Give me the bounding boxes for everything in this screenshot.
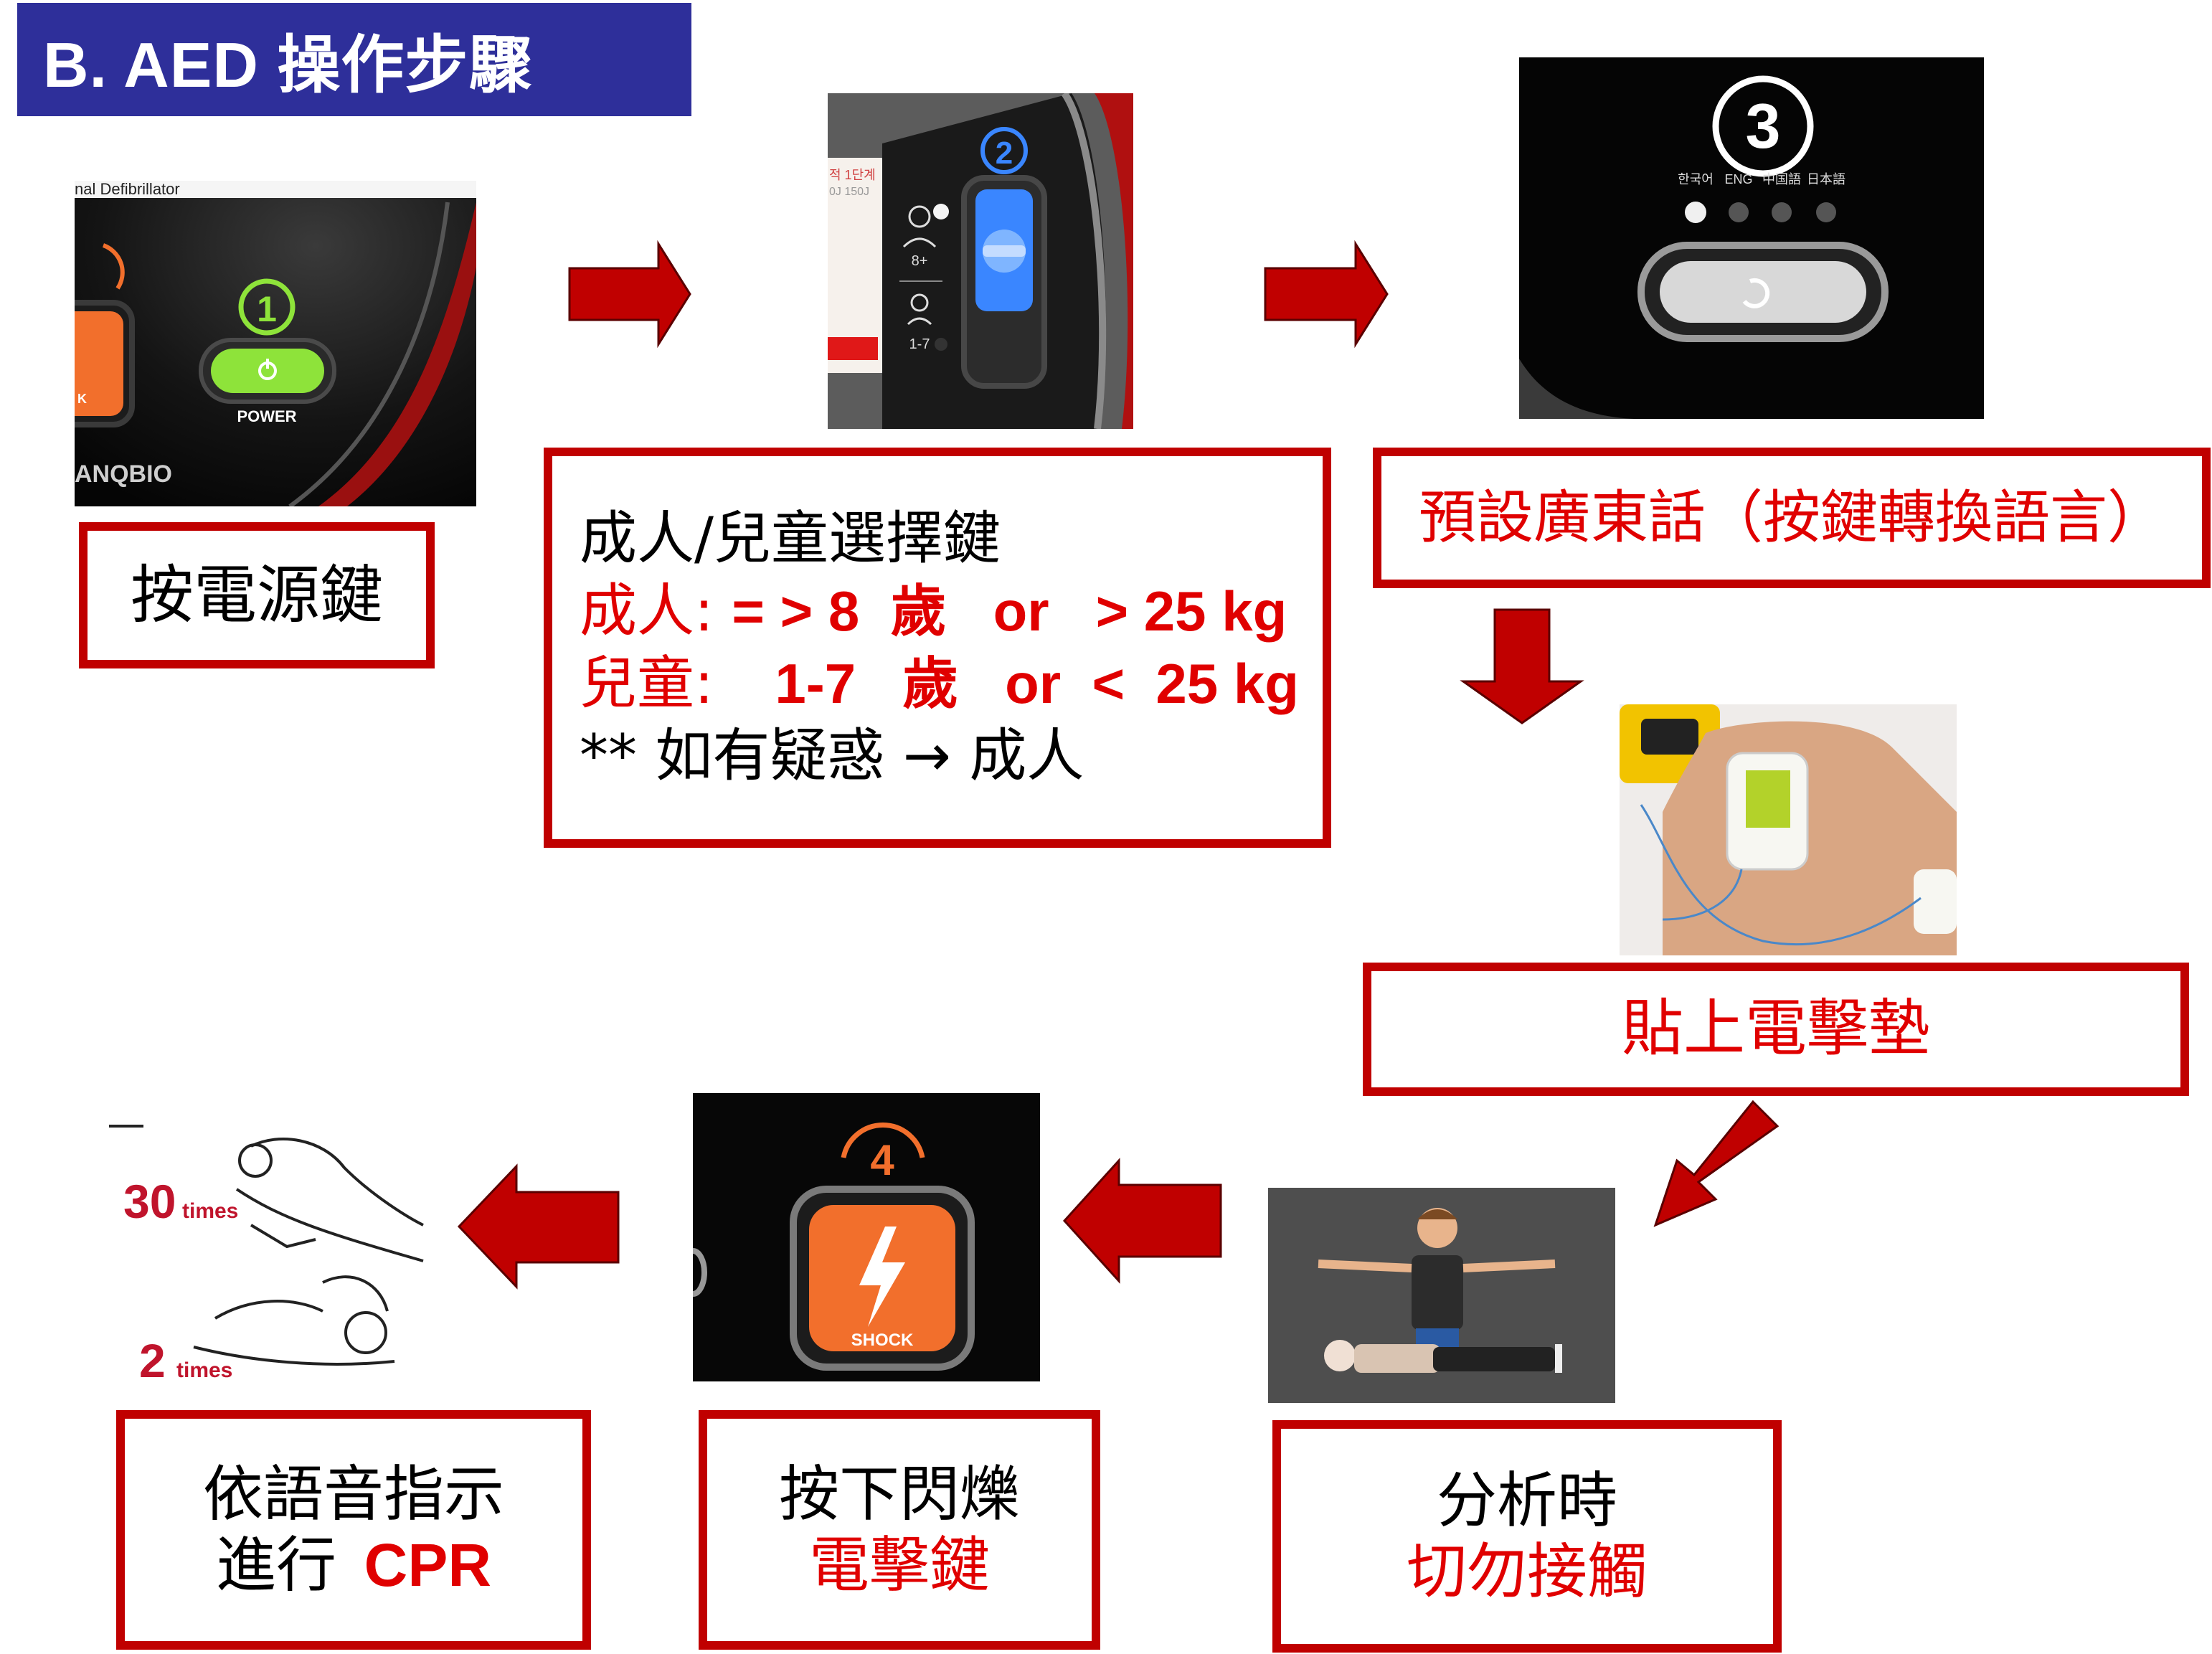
- step-badge-1: 1: [257, 289, 277, 329]
- arrow-left-2: [457, 1163, 620, 1290]
- shock-button-illustration: 4 SHOCK: [693, 1093, 1040, 1381]
- step4-caption: 貼上電擊墊: [1622, 993, 1930, 1065]
- adult-value: = > 8 歲 or > 25 kg: [732, 580, 1287, 643]
- arrow-down-1: [1460, 608, 1584, 724]
- step7-caption-prefix: 進行: [215, 1530, 336, 1600]
- child-icon-label: 1-7: [909, 336, 930, 352]
- lang-option-1: 한국어: [1678, 172, 1714, 186]
- pads-illustration: [1620, 704, 1957, 955]
- shock-label: SHOCK: [851, 1331, 914, 1350]
- arrow-right-2: [1264, 240, 1389, 349]
- lang-option-2: ENG: [1724, 172, 1752, 186]
- panel-text-1: 적 1단계: [829, 168, 876, 182]
- no-touch-illustration: [1268, 1188, 1615, 1403]
- step7-caption-line1: 依語音指示: [202, 1458, 504, 1529]
- no-touch-photo: [1268, 1188, 1615, 1403]
- lang-option-4: 日本語: [1807, 172, 1845, 186]
- cpr-illustration: 30 times 2 times: [109, 1125, 424, 1387]
- compressions-count: 30: [123, 1175, 176, 1228]
- compressions-unit: times: [182, 1199, 238, 1223]
- language-photo: 3 한국어 ENG 中国語 日本語: [1519, 57, 1984, 419]
- step2-caption-box: 成人/兒童選擇鍵 成人: = > 8 歲 or > 25 kg 兒童: 1-7 …: [544, 448, 1331, 848]
- shock-side-label: K: [77, 392, 87, 406]
- power-button-illustration: nal Defibrillator K 1 POWER ANQBIO: [75, 181, 476, 506]
- shock-button-photo: 4 SHOCK: [693, 1093, 1040, 1381]
- breaths-unit: times: [176, 1358, 232, 1382]
- step5-caption-line2: 切勿接觸: [1406, 1536, 1648, 1607]
- child-value: 1-7 歲 or < 25 kg: [775, 652, 1299, 715]
- doubt-note: ** 如有疑惑 → 成人: [580, 722, 1084, 789]
- selector-heading: 成人/兒童選擇鍵: [580, 505, 1001, 572]
- cpr-illustration-photo: 30 times 2 times: [108, 1117, 430, 1397]
- step5-caption-box: 分析時 切勿接觸: [1272, 1420, 1782, 1653]
- page-title: B. AED 操作步驟: [17, 3, 691, 116]
- child-prefix: 兒童:: [580, 650, 714, 717]
- device-header-text: nal Defibrillator: [75, 181, 180, 198]
- step3-caption: 預設廣東話（按鍵轉換語言）: [1419, 483, 2165, 551]
- adult-icon-label: 8+: [912, 253, 928, 269]
- step-badge-4: 4: [870, 1136, 894, 1184]
- step5-caption-line1: 分析時: [1436, 1465, 1617, 1536]
- step1-caption: 按電源鍵: [130, 558, 383, 633]
- step1-caption-box: 按電源鍵: [79, 522, 435, 668]
- adult-prefix: 成人:: [580, 577, 714, 645]
- power-button-photo: nal Defibrillator K 1 POWER ANQBIO: [75, 181, 476, 506]
- adult-criteria: 成人: = > 8 歲 or > 25 kg: [580, 575, 1287, 648]
- child-criteria: 兒童: 1-7 歲 or < 25 kg: [580, 648, 1299, 720]
- arrow-right-1: [568, 240, 691, 349]
- step6-caption-line1: 按下閃爍: [778, 1458, 1020, 1529]
- step7-caption-box: 依語音指示 進行 CPR: [116, 1410, 591, 1650]
- arrow-diagonal-1: [1653, 1100, 1779, 1227]
- arrow-left-1: [1062, 1158, 1222, 1284]
- step6-caption-line2: 電擊鍵: [808, 1530, 990, 1600]
- step-badge-3: 3: [1746, 90, 1781, 161]
- step4-caption-box: 貼上電擊墊: [1363, 963, 2189, 1096]
- selector-illustration: 적 1단계 0J 150J 2 8+ 1-7: [828, 93, 1133, 429]
- lang-option-3: 中国語: [1762, 172, 1801, 186]
- step6-caption-box: 按下閃爍 電擊鍵: [699, 1410, 1100, 1650]
- language-illustration: 3 한국어 ENG 中国語 日本語: [1519, 57, 1984, 419]
- panel-text-2: 0J 150J: [829, 186, 869, 198]
- breaths-count: 2: [139, 1334, 166, 1387]
- power-label: POWER: [237, 407, 296, 425]
- step-badge-2: 2: [996, 136, 1013, 171]
- pads-photo: [1620, 704, 1957, 955]
- step3-caption-box: 預設廣東話（按鍵轉換語言）: [1373, 448, 2211, 588]
- selector-photo: 적 1단계 0J 150J 2 8+ 1-7: [828, 93, 1133, 429]
- brand-logo: ANQBIO: [75, 460, 172, 488]
- step7-caption-line2: 進行 CPR: [216, 1530, 491, 1601]
- cpr-label: CPR: [364, 1531, 492, 1599]
